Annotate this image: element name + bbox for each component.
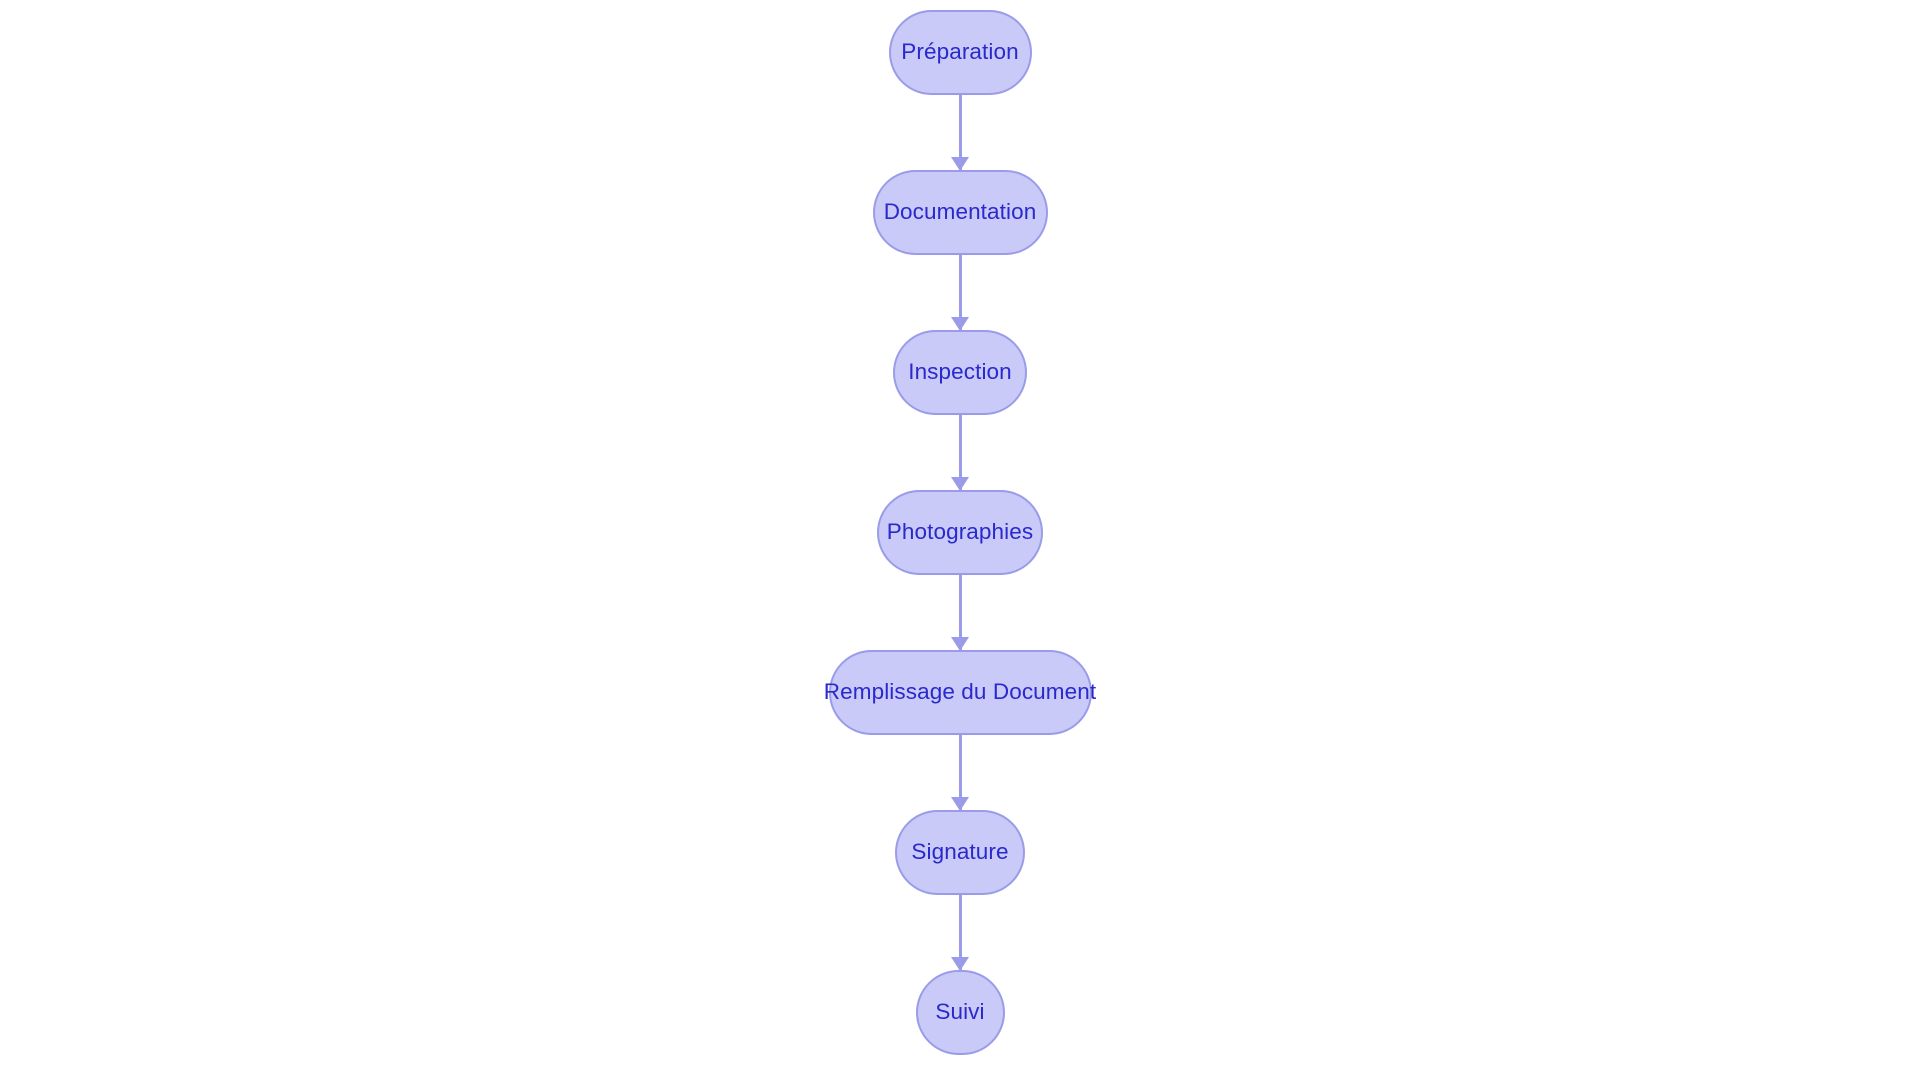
flow-node-label-preparation: Préparation — [901, 39, 1019, 65]
flow-node-label-inspection: Inspection — [908, 359, 1012, 385]
edge-arrow-signature-to-suivi — [958, 895, 962, 970]
flow-node-preparation[interactable]: Préparation — [888, 10, 1032, 95]
edge-arrow-photographies-to-remplissage — [958, 575, 962, 650]
edge-arrow-inspection-to-photographies — [958, 415, 962, 490]
flow-node-remplissage[interactable]: Remplissage du Document — [824, 650, 1096, 735]
flow-node-photographies[interactable]: Photographies — [877, 490, 1043, 575]
flow-node-suivi[interactable]: Suivi — [915, 970, 1005, 1055]
flow-node-documentation[interactable]: Documentation — [872, 170, 1048, 255]
flow-node-label-suivi: Suivi — [935, 999, 985, 1025]
flow-node-label-documentation: Documentation — [883, 199, 1037, 225]
flow-node-label-photographies: Photographies — [886, 519, 1034, 545]
flow-node-label-signature: Signature — [911, 839, 1009, 865]
edge-arrow-remplissage-to-signature — [958, 735, 962, 810]
flow-node-signature[interactable]: Signature — [895, 810, 1025, 895]
edge-arrow-documentation-to-inspection — [958, 255, 962, 330]
edge-arrow-preparation-to-documentation — [958, 95, 962, 170]
flow-node-inspection[interactable]: Inspection — [893, 330, 1027, 415]
flow-node-label-remplissage: Remplissage du Document — [823, 679, 1097, 705]
